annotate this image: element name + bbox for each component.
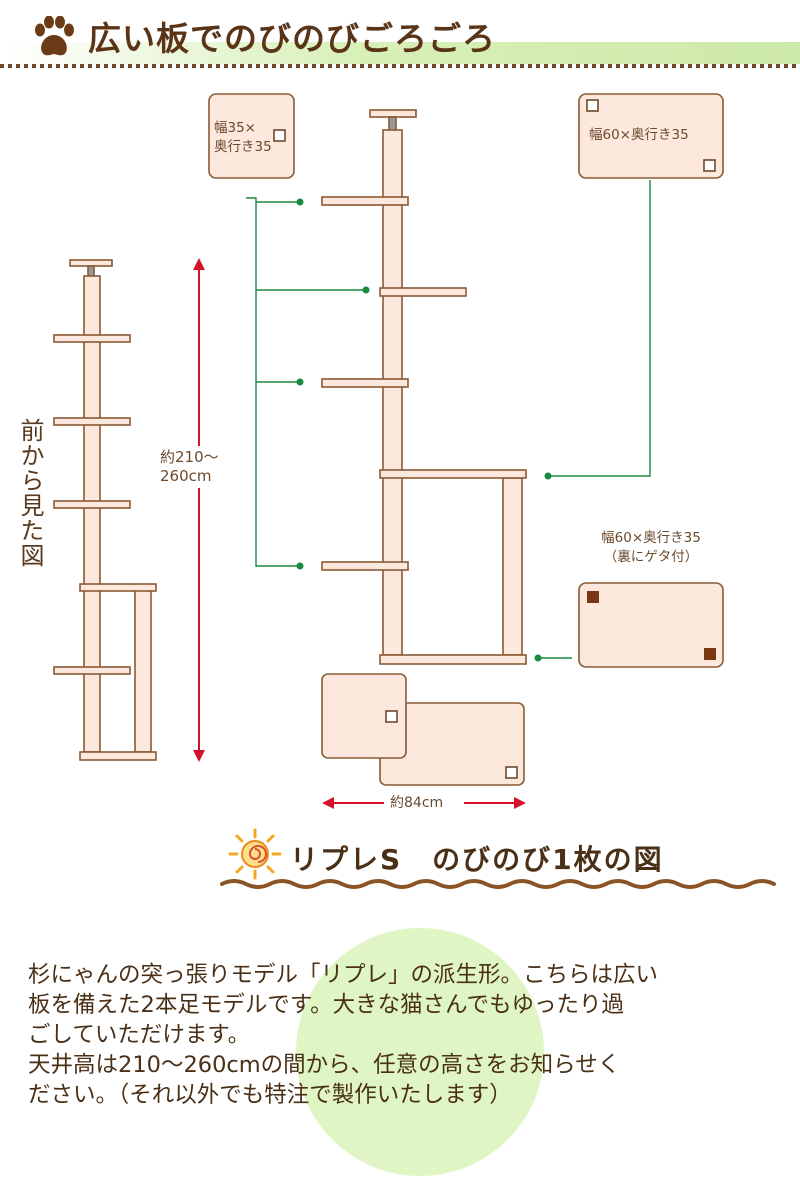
leader-dot [296,198,304,206]
base-size: 幅60×奥行き35 （裏にゲタ付） [586,529,716,567]
small-shelf-line1: 幅35× [214,120,256,136]
side-shelf-3 [321,378,409,388]
callout-large-shelf [578,93,724,179]
small-shelf-line2: 奥行き35 [214,139,272,155]
leader-dot [296,562,304,570]
description-line: 杉にゃんの突っ張りモデル「リプレ」の派生形。こちらは広い [28,962,659,988]
top-view-shelves [321,673,525,786]
side-shelf-2 [379,287,467,297]
small-shelf-size: 幅35× 奥行き35 [214,119,272,157]
front-pole [83,275,101,753]
front-view-label: 前から見た図 [16,418,44,568]
sun-icon [228,828,282,880]
marker-square [273,129,286,142]
marker-filled [704,648,716,660]
side-shelf-1 [321,196,409,206]
leader-dot [534,654,542,662]
marker-square [385,710,398,723]
leader-dot [544,472,552,480]
description-line: 天井高は210～260cmの間から、任意の高さをお知らせく [28,1052,621,1078]
front-shelf-2 [53,417,131,426]
front-shelf-large [79,583,157,592]
side-shelf-large [379,469,527,479]
width-label-bg [384,793,464,813]
side-pole [382,129,403,656]
side-shelf-4 [321,561,409,571]
background-circle [296,928,544,1176]
front-base [79,751,157,761]
height-label: 約210～ 260cm [160,448,219,486]
leader-dot [362,286,370,294]
arrow-up-icon [193,258,205,270]
page-title: 広い板でのびのびごろごろ [88,19,496,58]
side-leg [502,477,523,656]
arrow-left-icon [322,797,334,809]
width-label: 約84cm [390,795,444,811]
description: 杉にゃんの突っ張りモデル「リプレ」の派生形。こちらは広い 板を備えた2本足モデル… [28,960,788,1110]
side-adjuster [388,116,397,132]
cat-tower-diagram [53,93,724,809]
front-shelf-1 [53,334,131,343]
callout-base [578,582,724,668]
leader-large-shelf [548,180,651,477]
diagram-title: リプレS のびのび1枚の図 [290,843,664,876]
large-shelf-size: 幅60×奥行き35 [589,127,689,143]
top-view-small [321,673,407,759]
front-shelf-3 [53,500,131,509]
front-view-tower [53,259,157,761]
marker-square [703,159,716,172]
front-top-plate [69,259,113,267]
front-shelf-4 [53,666,131,675]
marker-square [505,766,518,779]
height-label-line1: 約210～ [160,448,219,466]
height-label-bg [160,446,244,488]
front-leg [134,589,152,753]
description-line: ごしていただけます。 [28,1022,251,1048]
description-line: ださい。（それ以外でも特注で製作いたします） [28,1082,512,1108]
side-base [379,654,527,665]
description-line: 板を備えた2本足モデルです。大きな猫さんでもゆったり過 [28,992,624,1018]
base-line1: 幅60×奥行き35 [601,530,701,546]
base-line2: （裏にゲタ付） [603,549,699,565]
height-label-line2: 260cm [160,467,212,485]
leader-dot [296,378,304,386]
side-top-plate [369,109,417,118]
header-band [0,42,800,64]
side-view-tower [321,109,527,665]
marker-filled [587,591,599,603]
callout-small-shelf [208,93,295,179]
title-wave-line [220,879,776,889]
marker-square [586,99,599,112]
arrow-right-icon [514,797,526,809]
arrow-down-icon [193,750,205,762]
paw-icon [35,16,74,56]
